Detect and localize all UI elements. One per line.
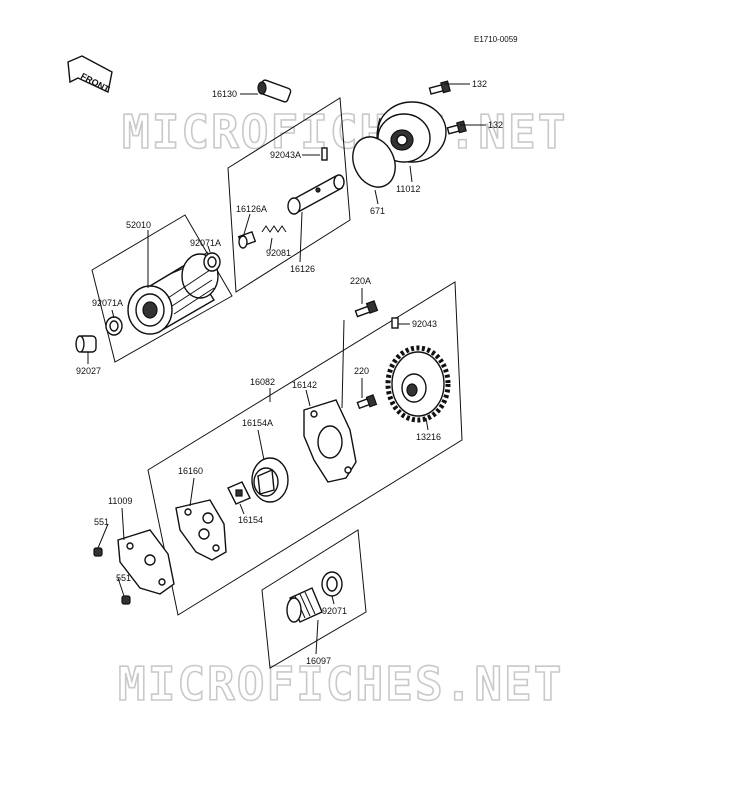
watermark-top: MICROFICHES.NET: [122, 105, 567, 159]
label-220: 220: [354, 366, 369, 376]
fitting-16130: [257, 79, 292, 103]
pin-551-lower: [121, 595, 131, 605]
label-92071A-top: 92071A: [190, 238, 221, 248]
gear-13216: [385, 345, 451, 423]
label-16160: 16160: [178, 466, 203, 476]
bolt-132-upper: [428, 80, 451, 95]
label-92043A: 92043A: [270, 150, 301, 160]
pump-group-box: [147, 281, 463, 616]
watermark-bottom: MICROFICHES.NET: [118, 657, 563, 711]
ring-92071: [321, 571, 343, 597]
valve-16126A: [237, 231, 257, 249]
label-16142: 16142: [292, 380, 317, 390]
label-11009: 11009: [108, 496, 132, 506]
leader-lines: [87, 83, 486, 655]
label-16130: 16130: [212, 89, 237, 99]
label-16126: 16126: [290, 264, 315, 274]
label-92027: 92027: [76, 366, 101, 376]
shaft-group-box: [227, 97, 351, 293]
label-551-upper: 551: [94, 517, 109, 527]
label-52010: 52010: [126, 220, 151, 230]
pin-92043A: [321, 147, 328, 161]
label-16097: 16097: [306, 656, 331, 666]
label-220A: 220A: [350, 276, 371, 286]
diagram-code: E1710-0059: [474, 35, 518, 44]
bolt-220A: [354, 300, 379, 318]
label-16082: 16082: [250, 377, 275, 387]
bolt-132-lower: [446, 120, 467, 135]
shaft-bottom-box: [261, 529, 367, 669]
shaft-16097: [286, 587, 323, 623]
label-92071A-mid: 92071A: [92, 298, 123, 308]
pin-92043: [391, 317, 399, 329]
plate-16142: [303, 399, 357, 483]
shaft-16126: [287, 174, 345, 215]
label-92043: 92043: [412, 319, 437, 329]
label-671: 671: [370, 206, 385, 216]
label-92071: 92071: [322, 606, 347, 616]
label-92081: 92081: [266, 248, 291, 258]
label-551-lower: 551: [116, 573, 131, 583]
label-13216: 13216: [416, 432, 441, 442]
front-arrow-icon: FRONT: [67, 55, 113, 95]
rotor-16154A: [251, 457, 289, 503]
rotor-16154: [227, 481, 251, 505]
ring-92071A-top: [203, 252, 221, 272]
label-11012: 11012: [396, 184, 420, 194]
pin-551-upper: [93, 547, 103, 557]
label-16154: 16154: [238, 515, 263, 525]
label-132-upper: 132: [472, 79, 487, 89]
ring-92071A-mid: [105, 316, 123, 336]
gasket-16160: [175, 499, 227, 561]
label-16126A: 16126A: [236, 204, 267, 214]
spring-92081: [261, 225, 287, 233]
label-16154A: 16154A: [242, 418, 273, 428]
cover-11009: [117, 529, 175, 595]
bolt-220: [356, 394, 378, 410]
label-132-lower: 132: [488, 120, 503, 130]
o-ring-671: [352, 136, 396, 188]
plug-92027: [75, 335, 97, 353]
